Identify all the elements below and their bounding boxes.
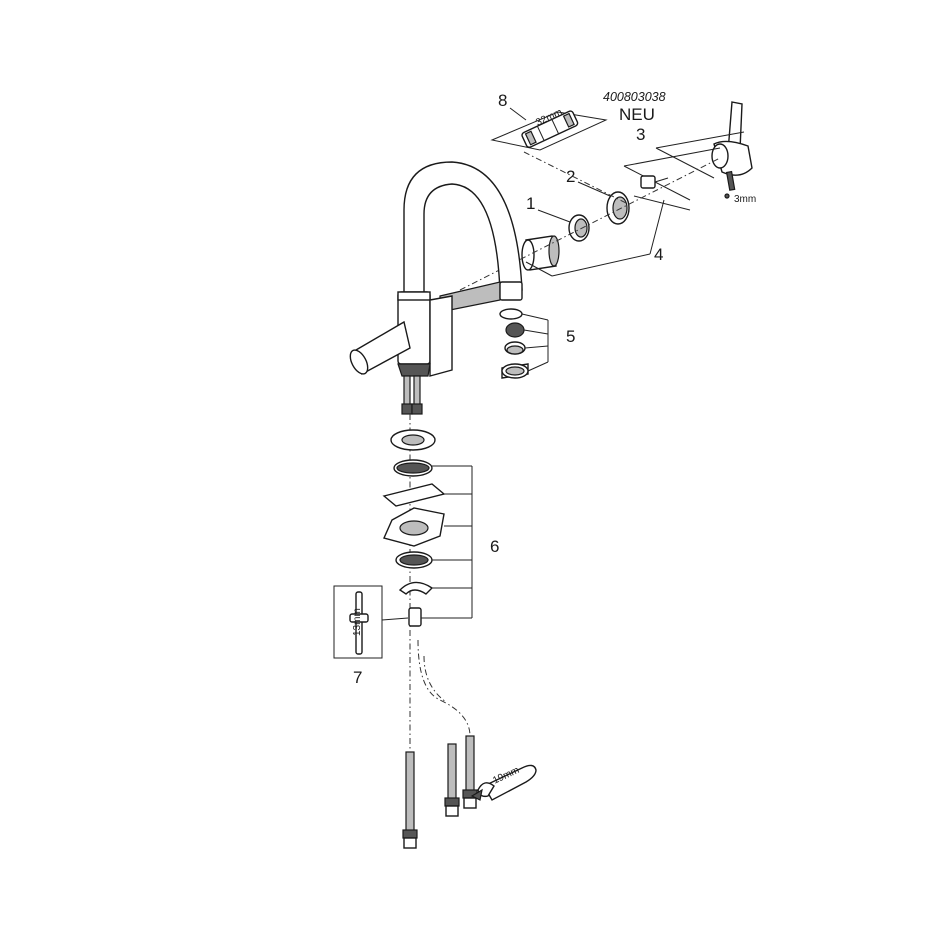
label-dim-13mm: 13mm <box>352 608 363 636</box>
adapter-screw <box>640 175 669 189</box>
label-part-number: 400803038 <box>603 90 666 104</box>
label-part-6: 6 <box>490 537 499 556</box>
wrench-19mm: 19mm <box>470 764 537 801</box>
part-2-ring: 2 <box>566 167 630 225</box>
supply-hose-left <box>402 751 418 849</box>
part-6-mounting-stack: 6 <box>382 429 499 627</box>
part-1-ring: 1 <box>526 194 590 242</box>
label-part-5: 5 <box>566 327 575 346</box>
label-part-2: 2 <box>566 167 575 186</box>
supply-hose-right <box>462 735 478 809</box>
part-8-tool-box: 8 32mm <box>490 91 608 151</box>
label-neu: NEU <box>619 105 655 124</box>
label-part-4: 4 <box>654 245 663 264</box>
part-3-lever-handle: 3 3mm <box>636 101 756 205</box>
supply-hose-middle <box>444 743 460 817</box>
part-7-tool-box: 13mm 7 <box>333 585 409 687</box>
label-dim-3mm: 3mm <box>734 194 756 205</box>
label-part-1: 1 <box>526 194 535 213</box>
part-5-aerator-stack: 5 <box>499 308 575 379</box>
label-part-8: 8 <box>498 91 507 110</box>
supply-hoses-upper <box>401 375 423 415</box>
faucet-body <box>349 161 523 377</box>
cartridge <box>521 235 560 271</box>
label-part-7: 7 <box>353 668 362 687</box>
label-part-3: 3 <box>636 125 645 144</box>
